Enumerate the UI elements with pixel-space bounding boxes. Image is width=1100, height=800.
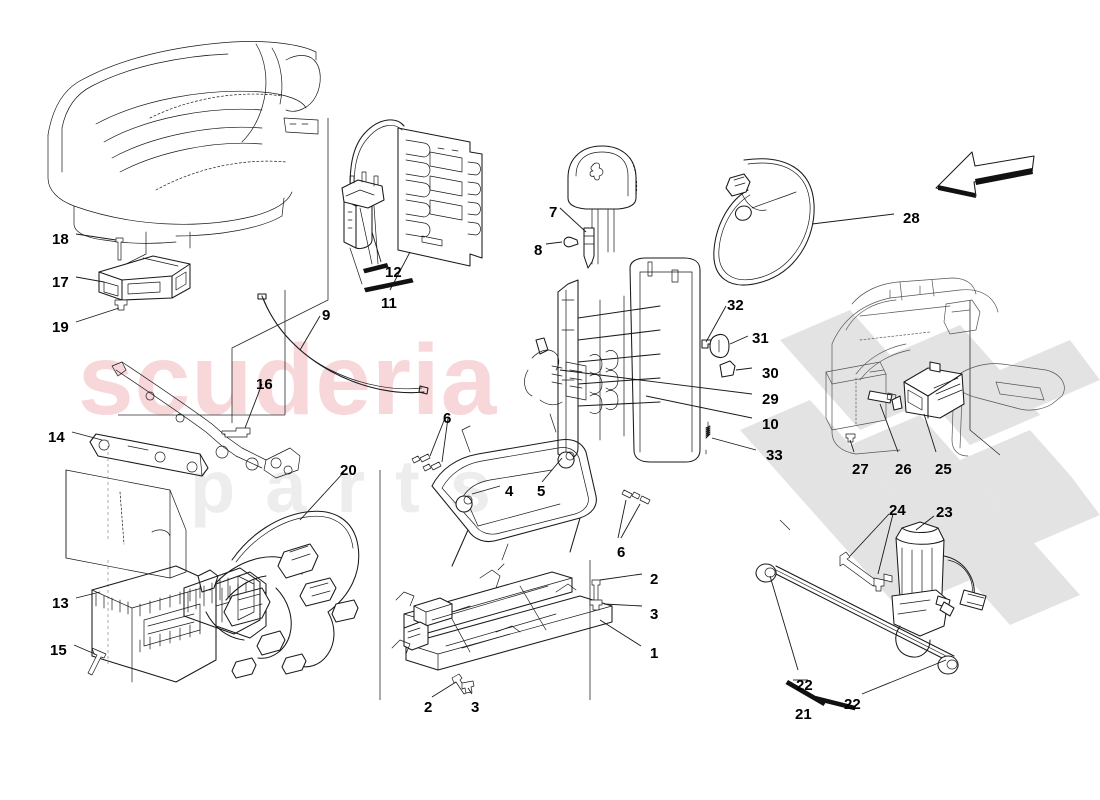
callout-17: 17 bbox=[52, 274, 69, 291]
callout-3a: 3 bbox=[650, 606, 659, 623]
group-brackets bbox=[785, 680, 856, 711]
figure-trim-cord bbox=[257, 293, 429, 395]
figure-backrest-cable bbox=[524, 337, 563, 406]
figure-wiring-harness bbox=[183, 510, 360, 679]
callout-26: 26 bbox=[895, 461, 912, 478]
figure-direction-arrow bbox=[935, 151, 1035, 198]
callout-28: 28 bbox=[903, 210, 920, 227]
figure-mounting-bracket bbox=[65, 433, 209, 664]
callout-16: 16 bbox=[256, 376, 273, 393]
callout-1: 1 bbox=[650, 645, 659, 662]
callout-30: 30 bbox=[762, 365, 779, 382]
callout-6b: 6 bbox=[617, 544, 626, 561]
callout-23: 23 bbox=[936, 504, 953, 521]
construction-lines bbox=[118, 118, 1001, 700]
callout-13: 13 bbox=[52, 595, 69, 612]
callout-6a: 6 bbox=[443, 410, 452, 427]
figure-heating-mat bbox=[397, 127, 483, 267]
callout-4: 4 bbox=[505, 483, 514, 500]
figure-backrest-frame bbox=[557, 257, 736, 463]
callout-11: 11 bbox=[381, 295, 397, 312]
callout-33: 33 bbox=[766, 447, 783, 464]
figure-recliner-arm bbox=[111, 361, 301, 479]
figure-slide-rails bbox=[391, 563, 613, 695]
figure-seat-control-module bbox=[98, 237, 191, 311]
callout-3b: 3 bbox=[471, 699, 480, 716]
figure-torsion-bar bbox=[755, 563, 959, 675]
figure-seat-pan bbox=[411, 413, 651, 567]
callout-5: 5 bbox=[537, 483, 546, 500]
callout-24: 24 bbox=[889, 502, 906, 519]
figure-headrest bbox=[563, 145, 638, 269]
callout-2a: 2 bbox=[650, 571, 659, 588]
callout-20: 20 bbox=[340, 462, 357, 479]
callout-10: 10 bbox=[762, 416, 779, 433]
callout-22a: 22 bbox=[796, 677, 813, 694]
callout-9: 9 bbox=[322, 307, 331, 324]
figure-buckle-cable bbox=[713, 158, 815, 286]
figure-body-shell bbox=[825, 277, 1065, 457]
callout-21: 21 bbox=[795, 706, 812, 723]
callout-15: 15 bbox=[50, 642, 67, 659]
callout-27: 27 bbox=[852, 461, 869, 478]
callout-31: 31 bbox=[752, 330, 769, 347]
callout-7: 7 bbox=[549, 204, 558, 221]
callout-25: 25 bbox=[935, 461, 952, 478]
leader-lines bbox=[71, 207, 947, 698]
callout-8: 8 bbox=[534, 242, 543, 259]
callout-12: 12 bbox=[385, 264, 402, 281]
callout-2b: 2 bbox=[424, 699, 433, 716]
callout-19: 19 bbox=[52, 319, 69, 336]
callout-22b: 22 bbox=[844, 696, 861, 713]
figure-lumbar-pump bbox=[341, 119, 414, 293]
figure-lift-motor bbox=[839, 521, 987, 658]
callout-18: 18 bbox=[52, 231, 69, 248]
callout-14: 14 bbox=[48, 429, 65, 446]
figure-seat-cushion bbox=[47, 41, 321, 267]
callout-32: 32 bbox=[727, 297, 744, 314]
callout-29: 29 bbox=[762, 391, 779, 408]
